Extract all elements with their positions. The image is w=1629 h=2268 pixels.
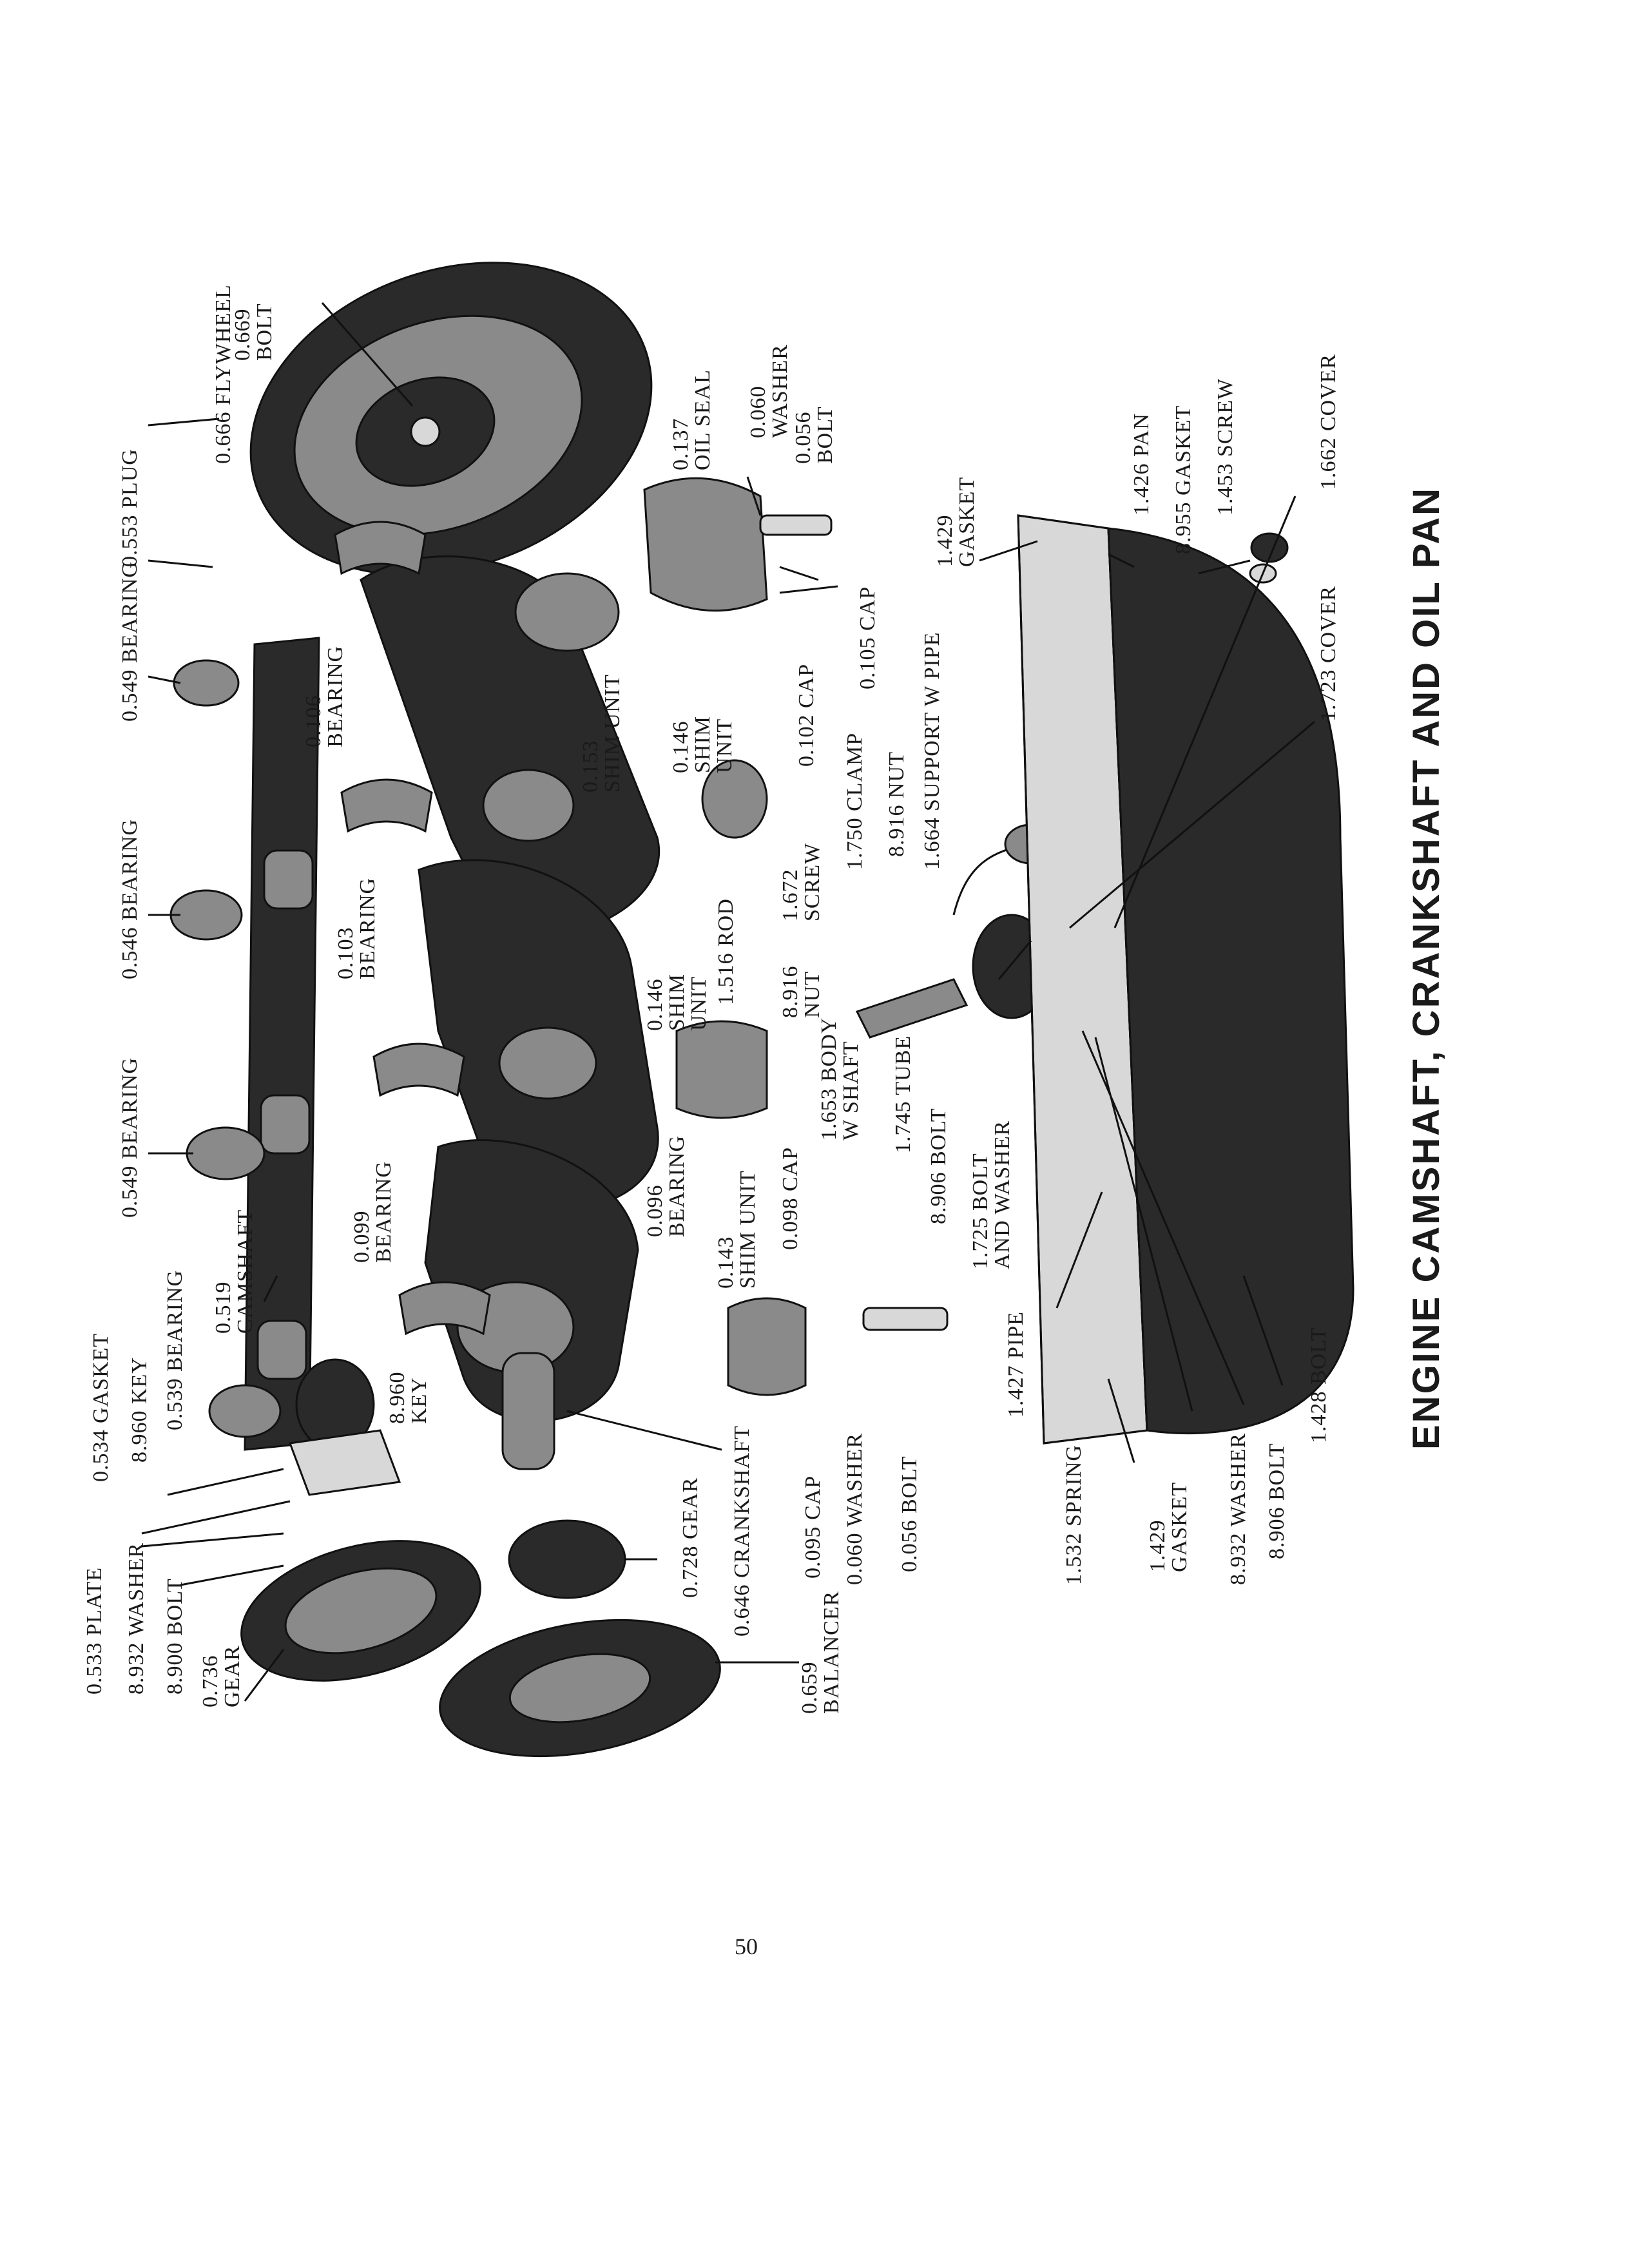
label-cover-1662: 1.662 COVER	[1316, 353, 1340, 490]
label-cap-0095: 0.095 CAP	[801, 1475, 825, 1579]
oil-pan-drawing	[1017, 514, 1354, 1445]
label-pan-1426: 1.426 PAN	[1130, 413, 1153, 515]
label-washer-0060-b: 0.060 WASHER	[843, 1432, 867, 1585]
label-plate-0533: 0.533 PLATE	[82, 1567, 106, 1695]
label-gear-0728: 0.728 GEAR	[679, 1477, 702, 1598]
label-cap-0102: 0.102 CAP	[795, 663, 818, 767]
label-bearing-0549-b: 0.549 BEARING	[118, 1057, 142, 1218]
label-washer-8932-b: 8.932 WASHER	[1226, 1432, 1250, 1585]
flywheel-drawing	[249, 262, 653, 576]
label-nut-8916-b: 8.916 NUT	[885, 751, 909, 857]
label-gasket-8955: 8.955 GASKET	[1171, 405, 1195, 554]
page-number: 50	[735, 1934, 758, 1959]
label-gasket-0534: 0.534 GASKET	[89, 1332, 113, 1482]
label-bearing-0546: 0.546 BEARING	[118, 818, 142, 979]
label-bolt-8900: 8.900 BOLT	[163, 1578, 187, 1695]
crankshaft-drawing	[360, 555, 660, 1470]
label-bolt-1428: 1.428 BOLT	[1307, 1327, 1331, 1443]
leader-lines	[141, 302, 1315, 1702]
label-cover-1723: 1.723 COVER	[1316, 585, 1340, 722]
label-screw-1453: 1.453 SCREW	[1213, 378, 1237, 515]
label-pipe-1427: 1.427 PIPE	[1004, 1311, 1028, 1418]
label-crankshaft-0646: 0.646 CRANKSHAFT	[730, 1425, 754, 1637]
label-bearing-0549-a: 0.549 BEARING	[118, 561, 142, 722]
camshaft-bearings-drawing	[169, 659, 282, 1438]
label-key-8960-a: 8.960 KEY	[128, 1357, 151, 1463]
label-washer-8932: 8.932 WASHER	[124, 1542, 148, 1695]
gears-balancer-drawing	[240, 1429, 721, 1758]
label-support-w-pipe-1664: 1.664 SUPPORT W PIPE	[920, 631, 944, 870]
label-clamp-1750: 1.750 CLAMP	[843, 732, 867, 870]
camshaft-drawing	[244, 637, 375, 1451]
label-flywheel-0666: 0.666 FLYWHEEL	[211, 284, 235, 464]
label-bolt-0056-b: 0.056 BOLT	[898, 1456, 921, 1572]
label-cap-0098: 0.098 CAP	[778, 1146, 802, 1250]
label-bearing-0539: 0.539 BEARING	[163, 1269, 187, 1430]
label-plug-0553: 0.553 PLUG	[118, 448, 142, 567]
label-rod-1516: 1.516 ROD	[714, 898, 738, 1005]
label-spring-1532: 1.532 SPRING	[1062, 1445, 1086, 1585]
label-bolt-8906-a: 8.906 BOLT	[927, 1108, 950, 1224]
label-bolt-8906-b: 8.906 BOLT	[1265, 1443, 1289, 1559]
label-cap-0105: 0.105 CAP	[856, 586, 880, 689]
caps-rods-drawing	[643, 477, 949, 1396]
label-tube-1745: 1.745 TUBE	[891, 1035, 915, 1153]
page-title: ENGINE CAMSHAFT, CRANKSHAFT AND OIL PAN	[1405, 486, 1447, 1450]
main-bearings-drawing	[334, 521, 491, 1336]
